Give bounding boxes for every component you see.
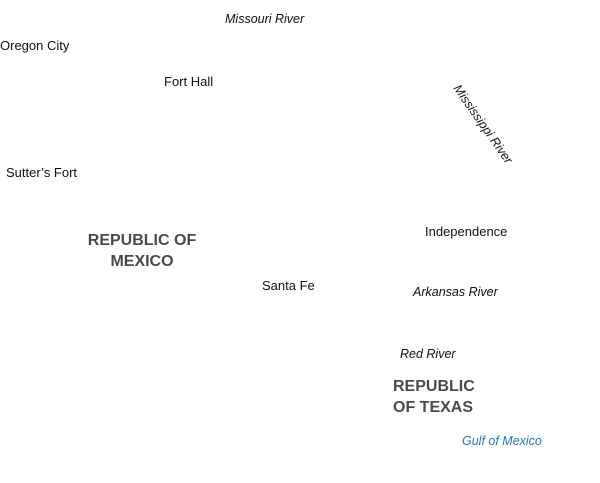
texas-line-1: REPUBLIC bbox=[393, 378, 475, 395]
arkansas-river-label: Arkansas River bbox=[413, 285, 498, 299]
mexico-line-1: REPUBLIC OF bbox=[87, 232, 197, 249]
oregon-city-label: Oregon City bbox=[0, 38, 70, 53]
missouri-river-label: Missouri River bbox=[225, 12, 305, 26]
mexico-line-2: MEXICO bbox=[110, 253, 174, 270]
gulf-of-mexico-label: Gulf of Mexico bbox=[462, 434, 542, 448]
texas-line-2: OF TEXAS bbox=[393, 399, 474, 416]
republic-of-texas-label: REPUBLIC OF TEXAS bbox=[393, 376, 475, 418]
independence-label: Independence bbox=[425, 224, 508, 239]
santa-fe-label: Santa Fe bbox=[262, 278, 315, 293]
mississippi-river-label: Mississippi River bbox=[450, 82, 516, 167]
republic-of-mexico-label: REPUBLIC OF MEXICO bbox=[72, 230, 212, 272]
fort-hall-label: Fort Hall bbox=[164, 74, 214, 89]
red-river-label: Red River bbox=[400, 347, 456, 361]
sutters-fort-label: Sutter’s Fort bbox=[6, 165, 78, 180]
